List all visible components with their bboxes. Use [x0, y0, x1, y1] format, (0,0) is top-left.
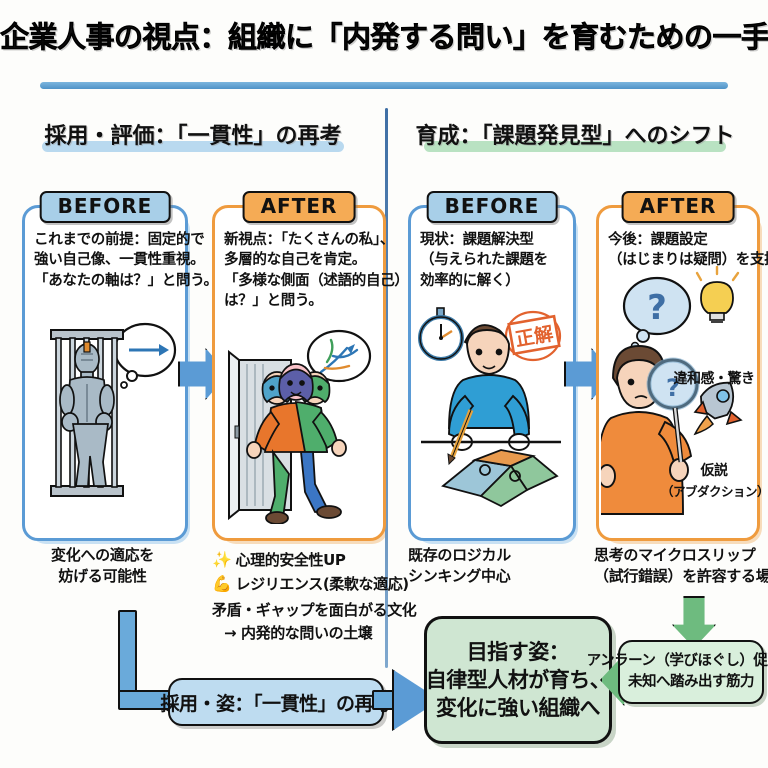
badge-after-right: AFTER [621, 191, 735, 223]
svg-text:?: ? [647, 288, 667, 328]
column-heading-right-text: 育成：「課題発見型」へのシフト [415, 124, 735, 149]
flexed-biceps-icon: 💪 [212, 574, 232, 593]
title-text: 企業人事の視点：組織に「内発する問い」を育むための一手 [0, 20, 768, 55]
stopwatch-icon [418, 307, 464, 361]
bullet-text: 心理的安全性UP [235, 550, 346, 569]
bullet-item: 💪 レジリエンス(柔軟な適応) [212, 572, 409, 596]
lightbulb-icon [695, 265, 740, 323]
title-underline-rule [40, 82, 728, 89]
badge-before-right: BEFORE [426, 191, 558, 223]
multiple-selves-door-illustration [221, 326, 377, 525]
inquiry-illustration: ? [594, 265, 753, 516]
card-right-before: BEFORE 現状：課題解決型 （与えられた課題を 効率的に解く） [408, 191, 578, 544]
bullet-item: ✨ 心理的安全性UP [212, 548, 402, 572]
column-heading-left-underline [42, 141, 344, 152]
caption-right-before: 既存のロジカル シンキング中心 [408, 546, 511, 586]
knight-in-cage-illustration [37, 304, 177, 519]
badge-before-left: BEFORE [39, 191, 171, 223]
thought-bubble-arrow-icon [113, 322, 177, 389]
svg-text:?: ? [666, 374, 680, 402]
pencil-icon [447, 409, 474, 466]
bottom-pill-recruitment: 採用・姿：「一貫性」の再考 [161, 678, 392, 726]
thought-bubble-question-icon: ? [622, 276, 692, 351]
column-heading-right: 育成：「課題発見型」へのシフト [400, 118, 750, 152]
card-right-after: AFTER 今後：課題設定 （はじまりは疑問）を支援 ? [594, 191, 768, 544]
magnifying-glass-icon: ? [646, 357, 700, 463]
correct-answer-stamp-icon: 正解 [504, 310, 562, 362]
puzzle-solver-illustration: 正解 [415, 300, 567, 516]
left-after-note-2: → 内発的な問いの土壌 [224, 623, 373, 642]
mini-label-discomfort-surprise: 違和感・驚き [673, 371, 756, 387]
mini-label-abduction: （アブダクション） [661, 484, 768, 499]
badge-after-left: AFTER [242, 191, 356, 223]
rocket-icon [693, 381, 743, 436]
card-left-after: AFTER 新視点：「たくさんの私」、 多層的な自己を肯定。 「多様な側面（述語… [212, 191, 409, 544]
sparkles-icon: ✨ [212, 550, 232, 569]
card-left-before-text: これまでの前提：固定的で 強い自己像、一貫性重視。 「あなたの軸は？」と問う。 [34, 232, 218, 289]
left-after-note-1: 矛盾・ギャップを面白がる文化 [212, 601, 417, 619]
column-heading-left-text: 採用・評価：「一貫性」の再考 [44, 124, 342, 149]
column-divider [385, 108, 388, 668]
caption-left-before: 変化への適応を 妨げる可能性 [51, 546, 154, 586]
column-heading-left: 採用・評価：「一貫性」の再考 [18, 118, 368, 152]
bullet-text: レジリエンス(柔軟な適応) [235, 574, 410, 593]
goal-box: 目指す姿： 自律型人材が育ち、 変化に強い組織へ [424, 616, 612, 744]
column-heading-right-underline [424, 141, 726, 152]
jigsaw-puzzle-icon [441, 449, 559, 508]
left-after-bullet-list: ✨ 心理的安全性UP 💪 レジリエンス(柔軟な適応) 矛盾・ギャップを面白がる文… [212, 548, 417, 644]
card-right-before-text: 現状：課題解決型 （与えられた課題を 効率的に解く） [420, 232, 548, 289]
caption-right-after: 思考のマイクロスリップ （試行錯誤）を許容する場 [594, 546, 768, 586]
card-left-before: BEFORE これまでの前提：固定的で 強い自己像、一貫性重視。 「あなたの軸は… [22, 191, 218, 544]
page-title: 企業人事の視点：組織に「内発する問い」を育むための一手 [0, 14, 768, 56]
mini-label-hypothesis: 仮説 [700, 463, 729, 479]
note-box-unlearn: アンラーン（学びほぐし）促進、 未知へ踏み出す筋力 [587, 640, 768, 704]
card-left-after-text: 新視点：「たくさんの私」、 多層的な自己を肯定。 「多様な側面（述語的自己） は… [224, 232, 409, 309]
card-right-after-text: 今後：課題設定 （はじまりは疑問）を支援 [608, 232, 768, 269]
